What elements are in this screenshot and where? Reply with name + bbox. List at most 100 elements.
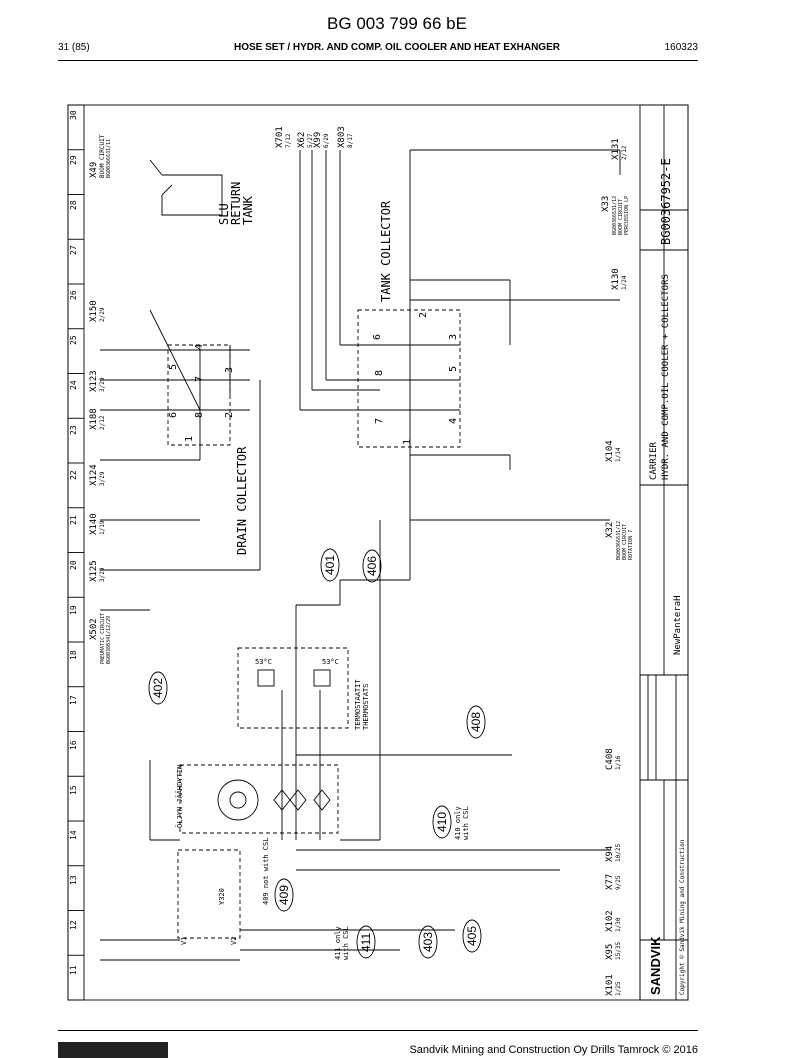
footer-copyright: Sandvik Mining and Construction Oy Drill… bbox=[409, 1044, 698, 1056]
connector-label: X62 bbox=[297, 132, 307, 148]
tank-port-number: 6 bbox=[372, 334, 383, 340]
document-id: BG 003 799 66 bE bbox=[327, 14, 467, 33]
drain-port-number: 7 bbox=[194, 376, 205, 382]
sandvik-logo-text: SANDVIK bbox=[648, 936, 663, 995]
connector-ref: PNEUMATIC CIRCUIT bbox=[100, 613, 106, 664]
grid-col-label: 15 bbox=[69, 785, 78, 795]
connector-label: X140 bbox=[89, 513, 99, 535]
tank-port-number: 3 bbox=[448, 334, 459, 340]
connector-ref: 2/12 bbox=[621, 145, 628, 160]
connector-sub: BG00380341/12/29 bbox=[106, 616, 112, 664]
connector-ref: 2/29 bbox=[99, 307, 106, 322]
footer-rule bbox=[58, 1030, 698, 1031]
connector-ref: 3/29 bbox=[99, 377, 106, 392]
valve-label: Y320 bbox=[218, 888, 226, 905]
connector-ref: 2/12 bbox=[99, 415, 106, 430]
connector-label: X101 bbox=[605, 974, 615, 996]
connector-label: X188 bbox=[89, 408, 99, 430]
grid-col-label: 25 bbox=[69, 335, 78, 345]
hose-bubble bbox=[362, 549, 382, 583]
tank-collector-label: TANK COLLECTOR bbox=[379, 200, 393, 302]
oil-cooler-label: ÖLJYN JÄÄHDYTIN bbox=[175, 765, 184, 828]
grid-col-label: 27 bbox=[69, 245, 78, 255]
hose-number: 405 bbox=[465, 926, 479, 946]
hose-bubble bbox=[466, 705, 486, 739]
v1-label: V1 bbox=[180, 937, 188, 945]
grid-col-label: 18 bbox=[69, 650, 78, 660]
connector-label: X123 bbox=[89, 370, 99, 392]
hose-bubble bbox=[148, 671, 168, 705]
sheet-title: HYDR. AND COMP.OIL COOLER + COLLECTORS bbox=[661, 274, 671, 480]
grid-col-label: 11 bbox=[69, 965, 78, 975]
connector-label: X130 bbox=[611, 268, 621, 290]
drain-collector-label: DRAIN COLLECTOR bbox=[235, 446, 249, 555]
thermostat-label-en: THERMOSTATS bbox=[362, 684, 370, 730]
grid-col-label: 28 bbox=[69, 200, 78, 210]
grid-col-label: 12 bbox=[69, 920, 78, 930]
hose-bubble bbox=[320, 548, 340, 582]
connector-ref: 1/14 bbox=[615, 447, 622, 462]
connector-ref: 6/29 bbox=[323, 133, 330, 148]
connector-label: X131 bbox=[611, 138, 621, 160]
connector-ref: 1/19 bbox=[99, 520, 106, 535]
tank-port-number: 8 bbox=[374, 370, 385, 376]
drawing-number: BG00367952-E bbox=[659, 158, 673, 245]
connector-sub: BOOM CIRCUIT bbox=[622, 524, 628, 560]
grid-col-label: 21 bbox=[69, 515, 78, 525]
connector-ref: BG00366631/12 bbox=[612, 196, 618, 235]
grid-col-label: 23 bbox=[69, 425, 78, 435]
grid-col-label: 17 bbox=[69, 695, 78, 705]
tank-port-number: 4 bbox=[448, 418, 459, 424]
page-title: HOSE SET / HYDR. AND COMP. OIL COOLER AN… bbox=[234, 42, 560, 53]
connector-ref: BG00366631/12 bbox=[616, 521, 622, 560]
tank-port-number: 1 bbox=[402, 439, 413, 445]
header-rule bbox=[58, 60, 698, 61]
drain-port-number: 2 bbox=[224, 412, 235, 418]
connector-ref: 1/24 bbox=[621, 275, 628, 290]
hose-number: 410 bbox=[435, 812, 449, 832]
project-name: NewPanteraH bbox=[673, 595, 683, 655]
temp-label: 53°C bbox=[322, 658, 339, 666]
connector-label: X803 bbox=[337, 126, 347, 148]
connector-label: X701 bbox=[275, 126, 285, 148]
hose-number: 402 bbox=[151, 678, 165, 698]
note-411: 411 only bbox=[334, 926, 342, 960]
grid-col-label: 20 bbox=[69, 560, 78, 570]
tank-port-number: 7 bbox=[374, 418, 385, 424]
connector-ref: 7/12 bbox=[285, 133, 292, 148]
tank-port-number: 2 bbox=[418, 312, 429, 318]
hose-number: 406 bbox=[365, 556, 379, 576]
connector-ref: 9/25 bbox=[615, 875, 622, 890]
connector-ref: 8/17 bbox=[347, 133, 354, 148]
connector-sub: BOOM CIRCUIT bbox=[618, 199, 624, 235]
heat-exchanger-symbols bbox=[217, 669, 331, 821]
temp-label: 53°C bbox=[255, 658, 272, 666]
connector-label: X95 bbox=[605, 944, 615, 960]
connector-ref: 3/29 bbox=[99, 471, 106, 486]
drain-port-number: 5 bbox=[168, 364, 179, 370]
sandvik-logo bbox=[58, 1042, 168, 1058]
grid-col-label: 14 bbox=[69, 830, 78, 840]
slu-return-tank-line: TANK bbox=[241, 195, 255, 225]
v2-label: V2 bbox=[230, 937, 238, 945]
connector-label: X102 bbox=[605, 910, 615, 932]
connector-ref: 10/25 bbox=[615, 844, 622, 862]
connector-sub: ROTATION 7 bbox=[628, 530, 634, 560]
drain-port-number: 3 bbox=[224, 367, 235, 373]
oil-cooler-box bbox=[179, 764, 339, 834]
connector-ref: BOOM CIRCUIT bbox=[99, 134, 106, 178]
title-block bbox=[639, 104, 689, 1001]
connector-label: X94 bbox=[605, 846, 615, 862]
thermostat-box bbox=[237, 647, 349, 729]
note-410b: with CSL bbox=[462, 806, 470, 840]
hose-number: 403 bbox=[421, 932, 435, 952]
date-code: 160323 bbox=[664, 42, 698, 53]
connector-ref: 1/30 bbox=[615, 917, 622, 932]
hose-bubble bbox=[274, 878, 294, 912]
drain-lines bbox=[100, 159, 261, 611]
tank-port-number: 5 bbox=[448, 366, 459, 372]
thermostat-label: TERMOSTAATIT bbox=[354, 679, 362, 730]
connector-label: X33 bbox=[601, 196, 611, 212]
tank-lines bbox=[299, 149, 621, 581]
